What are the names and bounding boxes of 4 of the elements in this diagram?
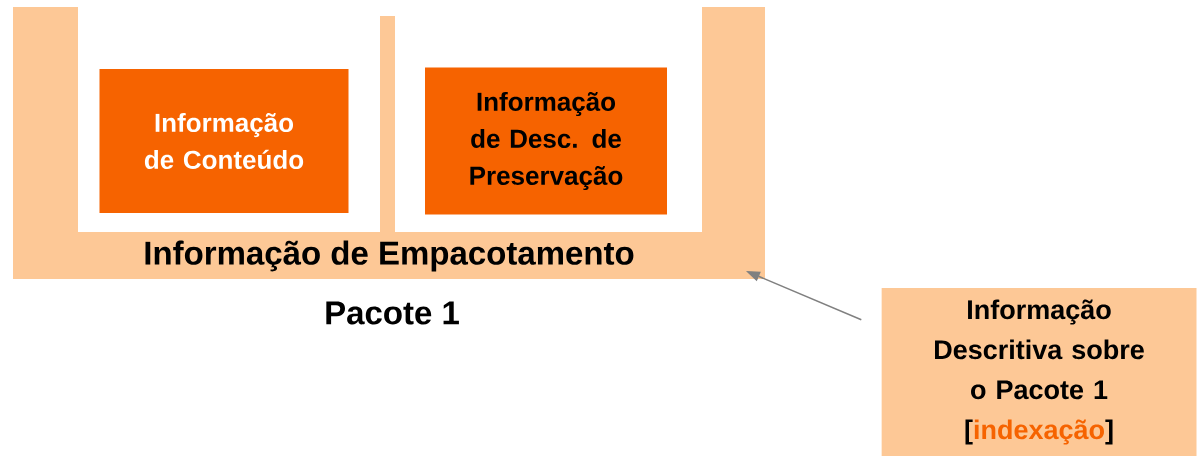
description-box: Informação Descritiva sobre o Pacote 1 [indexação] (881, 288, 1197, 456)
package-caption: Pacote 1 (326, 301, 459, 325)
info-box: Informação de Desc. de Preservação (425, 67, 667, 215)
info-box: Informação de Conteúdo (99, 69, 349, 213)
